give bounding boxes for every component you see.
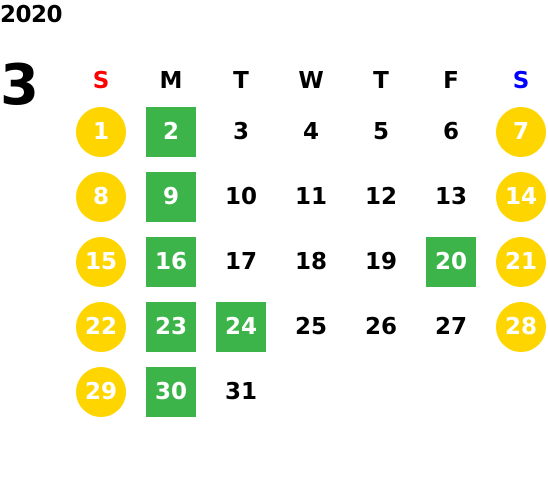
day-22[interactable]: 22 (76, 301, 126, 352)
calendar-cell: 13 (416, 164, 486, 229)
calendar-cell: 29 (66, 359, 136, 424)
day-10[interactable]: 10 (224, 183, 257, 210)
year-label: 2020 (0, 2, 63, 28)
day-11[interactable]: 11 (294, 183, 327, 210)
calendar-cell: 3 (206, 99, 276, 164)
calendar-cell: 23 (136, 294, 206, 359)
calendar-cell: 2 (136, 99, 206, 164)
calendar-cell: 17 (206, 229, 276, 294)
calendar-cell: 8 (66, 164, 136, 229)
day-21[interactable]: 21 (496, 236, 546, 287)
calendar-cell: 1 (66, 99, 136, 164)
day-6[interactable]: 6 (442, 118, 459, 145)
day-16[interactable]: 16 (146, 236, 196, 287)
day-23[interactable]: 23 (146, 301, 196, 352)
day-24[interactable]: 24 (216, 301, 266, 352)
calendar-cell (416, 359, 486, 424)
day-28[interactable]: 28 (496, 301, 546, 352)
calendar-cell: 12 (346, 164, 416, 229)
day-7[interactable]: 7 (496, 106, 546, 157)
day-15[interactable]: 15 (76, 236, 126, 287)
calendar-cell (486, 359, 548, 424)
day-30[interactable]: 30 (146, 366, 196, 417)
day-5[interactable]: 5 (372, 118, 389, 145)
day-9[interactable]: 9 (146, 171, 196, 222)
day-31[interactable]: 31 (224, 378, 257, 405)
weekday-cell: T (206, 62, 276, 99)
calendar-week-row: 15 16 17 18 19 20 21 (66, 229, 548, 294)
calendar-cell: 9 (136, 164, 206, 229)
calendar-cell: 28 (486, 294, 548, 359)
weekday-header-row: S M T W T F S (66, 62, 548, 99)
weekday-cell: W (276, 62, 346, 99)
day-12[interactable]: 12 (364, 183, 397, 210)
day-2[interactable]: 2 (146, 106, 196, 157)
calendar-cell: 30 (136, 359, 206, 424)
calendar-cell: 14 (486, 164, 548, 229)
day-13[interactable]: 13 (434, 183, 467, 210)
calendar-cell: 15 (66, 229, 136, 294)
weekday-cell: F (416, 62, 486, 99)
weekday-label-monday: M (159, 67, 183, 94)
calendar-week-row: 29 30 31 (66, 359, 548, 424)
day-25[interactable]: 25 (294, 313, 327, 340)
day-18[interactable]: 18 (294, 248, 327, 275)
day-26[interactable]: 26 (364, 313, 397, 340)
day-29[interactable]: 29 (76, 366, 126, 417)
calendar-cell: 24 (206, 294, 276, 359)
weekday-cell: S (486, 62, 548, 99)
calendar-cell: 11 (276, 164, 346, 229)
calendar-cell: 27 (416, 294, 486, 359)
day-8[interactable]: 8 (76, 171, 126, 222)
weekday-label-tuesday: T (233, 67, 249, 94)
calendar-cell: 16 (136, 229, 206, 294)
calendar-cell: 25 (276, 294, 346, 359)
calendar-cell: 31 (206, 359, 276, 424)
weekday-label-saturday: S (512, 67, 530, 94)
weekday-label-thursday: T (373, 67, 389, 94)
weekday-label-sunday: S (92, 67, 110, 94)
calendar-cell: 5 (346, 99, 416, 164)
day-1[interactable]: 1 (76, 106, 126, 157)
month-number: 3 (0, 53, 39, 118)
weekday-label-wednesday: W (298, 67, 324, 94)
day-3[interactable]: 3 (232, 118, 249, 145)
calendar-week-row: 22 23 24 25 26 27 28 (66, 294, 548, 359)
day-14[interactable]: 14 (496, 171, 546, 222)
calendar-cell: 21 (486, 229, 548, 294)
weekday-cell: T (346, 62, 416, 99)
day-17[interactable]: 17 (224, 248, 257, 275)
day-27[interactable]: 27 (434, 313, 467, 340)
weekday-cell: S (66, 62, 136, 99)
calendar-cell: 18 (276, 229, 346, 294)
day-19[interactable]: 19 (364, 248, 397, 275)
day-20[interactable]: 20 (426, 236, 476, 287)
calendar-cell: 6 (416, 99, 486, 164)
calendar-cell (276, 359, 346, 424)
calendar-cell: 26 (346, 294, 416, 359)
weekday-label-friday: F (443, 67, 459, 94)
calendar-cell: 20 (416, 229, 486, 294)
calendar-cell: 19 (346, 229, 416, 294)
calendar-cell: 4 (276, 99, 346, 164)
calendar-cell: 7 (486, 99, 548, 164)
calendar-cell: 10 (206, 164, 276, 229)
weekday-cell: M (136, 62, 206, 99)
calendar-cell: 22 (66, 294, 136, 359)
calendar-cell (346, 359, 416, 424)
day-4[interactable]: 4 (302, 118, 319, 145)
